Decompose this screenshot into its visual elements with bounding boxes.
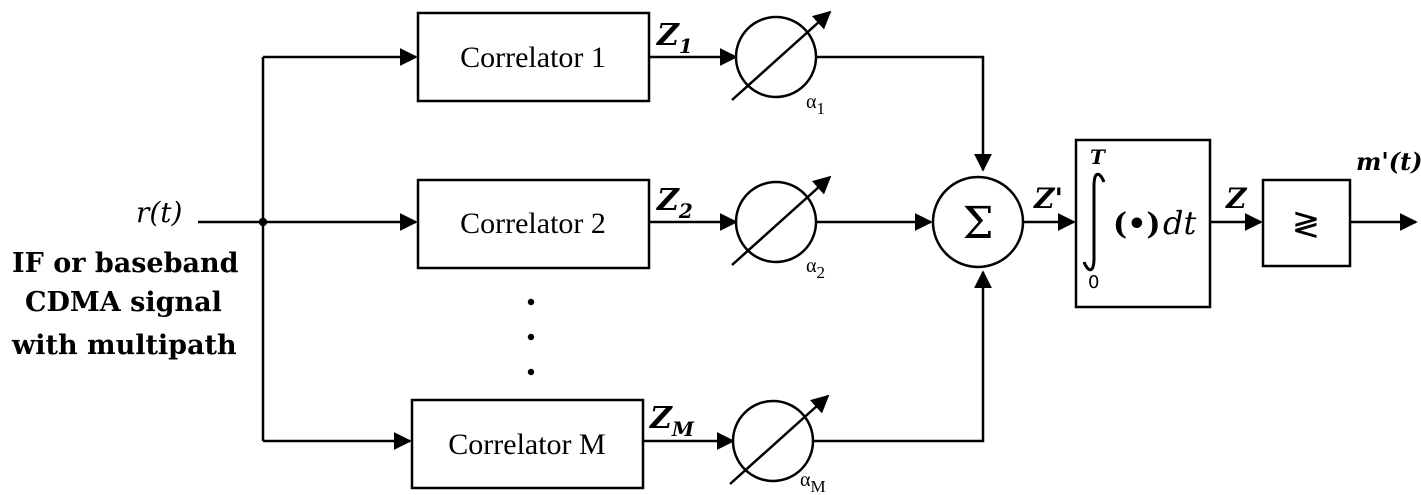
integral-lower-limit: 0 [1088, 272, 1099, 293]
alpha-m-label: αM [800, 469, 826, 495]
alpha-1-label: α1 [806, 91, 825, 118]
weight-1-to-sum-line [816, 55, 992, 172]
input-caption-line-3: with multipath [11, 330, 237, 361]
correlator-2-label: Correlator 2 [460, 207, 606, 240]
zm-label: ZM [649, 401, 695, 441]
z-prime-label: Z' [1033, 182, 1063, 215]
differential-label: dt [1163, 204, 1196, 242]
z2-label: Z2 [656, 183, 693, 223]
summer-symbol: Σ [962, 198, 993, 249]
correlator-m-box [410, 398, 645, 490]
integrator-box [1074, 138, 1212, 309]
weight-m-arrow [729, 394, 830, 485]
correlator-1-label: Correlator 1 [460, 41, 606, 74]
alpha-2-label: α2 [806, 255, 825, 282]
input-caption-line-2: CDMA signal [25, 287, 222, 318]
integral-upper-limit: T [1090, 145, 1107, 169]
weight-m-to-sum-line [813, 270, 992, 443]
integrand-label: (•) [1113, 207, 1161, 242]
input-caption-line-1: IF or baseband [12, 248, 239, 279]
z-label: Z [1225, 182, 1248, 215]
weight-2-arrow [731, 175, 832, 266]
weight-1-arrow [731, 10, 832, 101]
decision-symbol: ≷ [1292, 204, 1321, 244]
ellipsis-dots [527, 298, 535, 376]
integral-sign [1082, 172, 1106, 272]
output-signal-label: m'(t) [1356, 147, 1421, 176]
input-signal-label: r(t) [136, 196, 182, 229]
correlator-2-box [416, 178, 651, 270]
z1-label: Z1 [656, 18, 693, 58]
correlator-m-label: Correlator M [448, 428, 605, 461]
